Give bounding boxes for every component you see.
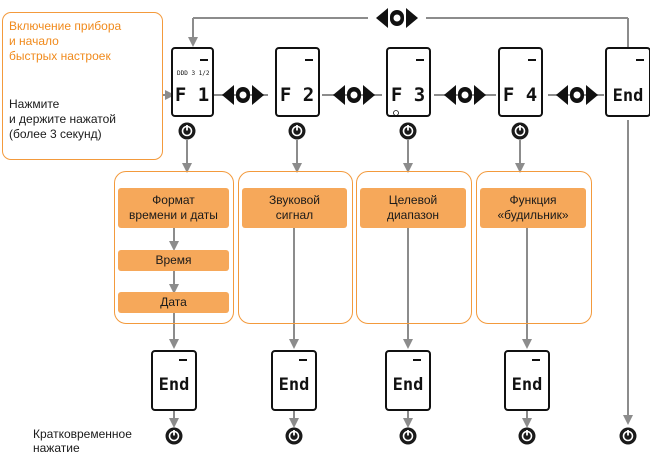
label-alarm-line-1: Функция [509, 193, 557, 207]
label-target-line-1: Целевой [388, 193, 438, 207]
intro-title-line-2: и начало [9, 34, 59, 48]
end-screen-1-text: End [159, 375, 190, 395]
label-alarm-line-2: «будильник» [497, 208, 569, 222]
bottom-note-line-2: нажатие [33, 441, 80, 455]
screen-f4: F 4 [498, 47, 543, 117]
power-button-icon-bottom-2[interactable] [285, 427, 303, 445]
power-button-icon-f3[interactable] [399, 122, 417, 140]
power-button-icon-bottom-4[interactable] [518, 427, 536, 445]
screen-end-top: End [605, 47, 650, 117]
label-time-text: Время [155, 253, 192, 267]
intro-title-line-3: быстрых настроек [9, 49, 111, 63]
small-power-icon [393, 110, 399, 116]
screen-f1-extra: DDD 3 1/2 [177, 70, 210, 77]
screen-f2: F 2 [275, 47, 320, 117]
label-sound-line-2: сигнал [275, 208, 314, 222]
screen-f1: DDD 3 1/2 F 1 [171, 47, 214, 117]
end-screen-2-text: End [279, 375, 310, 395]
power-button-icon-bottom-1[interactable] [165, 427, 183, 445]
group-sound [238, 171, 353, 324]
nav-left-right-icon-4 [556, 85, 598, 105]
power-button-icon-f1[interactable] [178, 122, 196, 140]
end-screen-3-text: End [393, 375, 424, 395]
screen-indicators [200, 59, 644, 61]
intro-box [2, 12, 163, 160]
power-button-icon-f4[interactable] [511, 122, 529, 140]
screen-f2-text: F 2 [280, 84, 314, 106]
label-target-line-2: диапазон [386, 208, 440, 222]
end-screen-4: End [504, 350, 550, 411]
label-date-text: Дата [160, 295, 187, 309]
intro-instruction-line-2: и держите нажатой [9, 112, 116, 126]
label-alarm: Функция«будильник» [480, 188, 586, 228]
nav-left-right-icon-3 [444, 85, 486, 105]
power-button-icon-bottom-3[interactable] [399, 427, 417, 445]
screen-f1-text: F 1 [175, 84, 209, 106]
nav-left-right-icon-1 [222, 85, 264, 105]
intro-instruction-line-3: (более 3 секунд) [9, 127, 102, 141]
end-screen-3: End [385, 350, 431, 411]
screen-f3-text: F 3 [391, 84, 425, 106]
label-sound-line-1: Звуковой [268, 193, 321, 207]
power-button-icon-f2[interactable] [288, 122, 306, 140]
group-time-date [114, 171, 234, 324]
end-screen-4-text: End [512, 375, 543, 395]
bottom-note-line-1: Кратковременное [33, 427, 132, 441]
end-screen-2: End [271, 350, 317, 411]
intro-instruction-line-1: Нажмите [9, 97, 60, 111]
flow-lines [169, 120, 633, 428]
nav-left-right-icon-top [376, 8, 418, 28]
group-target [356, 171, 472, 324]
group-alarm [476, 171, 592, 324]
screen-end-top-text: End [613, 86, 644, 106]
label-time: Время [118, 250, 229, 271]
screen-f4-text: F 4 [503, 84, 537, 106]
nav-left-right-icon-2 [333, 85, 375, 105]
end-screen-1: End [151, 350, 197, 411]
intro-title-line-1: Включение прибора [9, 19, 122, 33]
screen-f3: F 3 [386, 47, 431, 117]
power-button-icon-bottom-5[interactable] [619, 427, 637, 445]
label-format-line-1: Формат [152, 193, 195, 207]
label-format-line-2: времени и даты [129, 208, 218, 222]
label-date: Дата [118, 292, 229, 313]
